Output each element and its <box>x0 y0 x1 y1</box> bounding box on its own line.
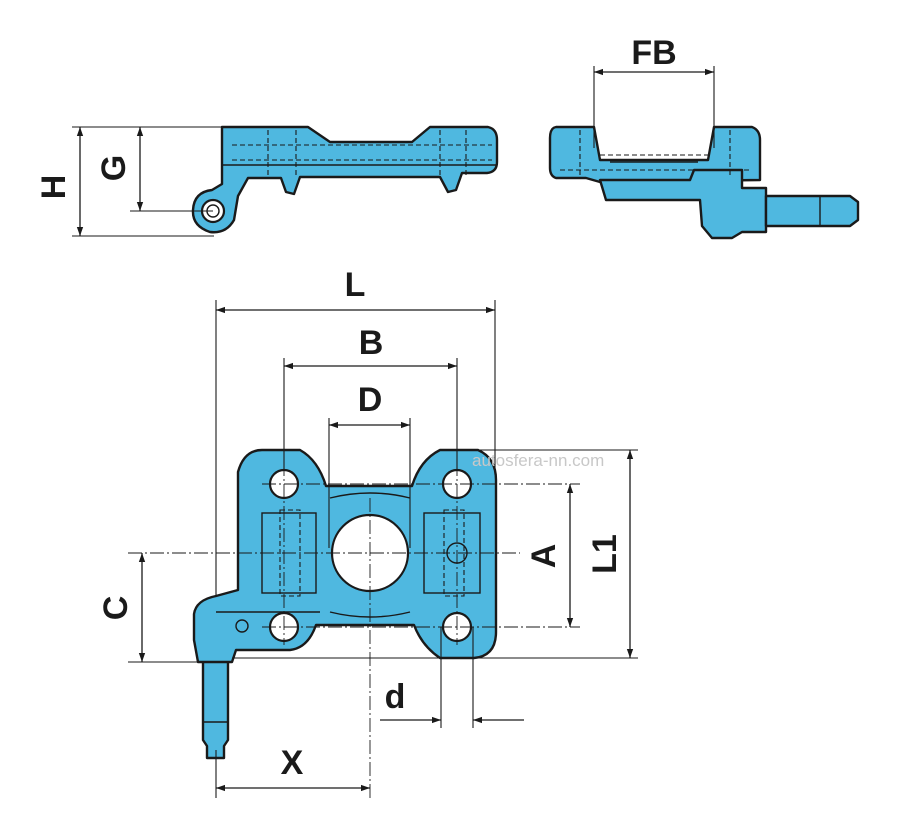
dimension-label-FB: FB <box>631 34 676 72</box>
dimension-label-d: d <box>385 678 406 716</box>
dimension-label-X: X <box>281 744 304 782</box>
dimension-L: L <box>215 266 496 596</box>
dimension-C: C <box>97 553 232 663</box>
dimension-A: A <box>525 484 574 627</box>
side-view-body <box>191 125 499 234</box>
dimension-label-L1: L1 <box>586 534 624 574</box>
watermark: autosfera-nn.com <box>472 451 604 470</box>
dimension-label-H: H <box>35 175 73 200</box>
dimension-label-A: A <box>525 544 563 569</box>
top-view <box>192 448 498 760</box>
dimension-D: D <box>328 381 411 548</box>
dimension-FB: FB <box>593 34 715 148</box>
dimension-label-G: G <box>95 155 133 181</box>
dimension-label-L: L <box>345 266 366 304</box>
dimension-label-C: C <box>97 596 135 621</box>
dimension-label-D: D <box>358 381 383 419</box>
marking-circle <box>235 619 249 633</box>
end-view <box>548 125 860 240</box>
dimension-B: B <box>283 324 458 470</box>
dimension-d: d <box>380 627 524 728</box>
end-view-body <box>548 125 762 184</box>
dimension-label-B: B <box>359 324 384 362</box>
dimension-X: X <box>215 744 370 798</box>
dimension-G: G <box>95 127 213 212</box>
end-view-arm <box>598 168 768 240</box>
top-view-pin <box>201 653 230 760</box>
dimension-L1: L1 <box>232 449 638 659</box>
center-lines <box>128 462 580 798</box>
dimension-H: H <box>35 126 222 237</box>
side-view <box>191 125 499 234</box>
end-view-pin <box>764 194 860 228</box>
